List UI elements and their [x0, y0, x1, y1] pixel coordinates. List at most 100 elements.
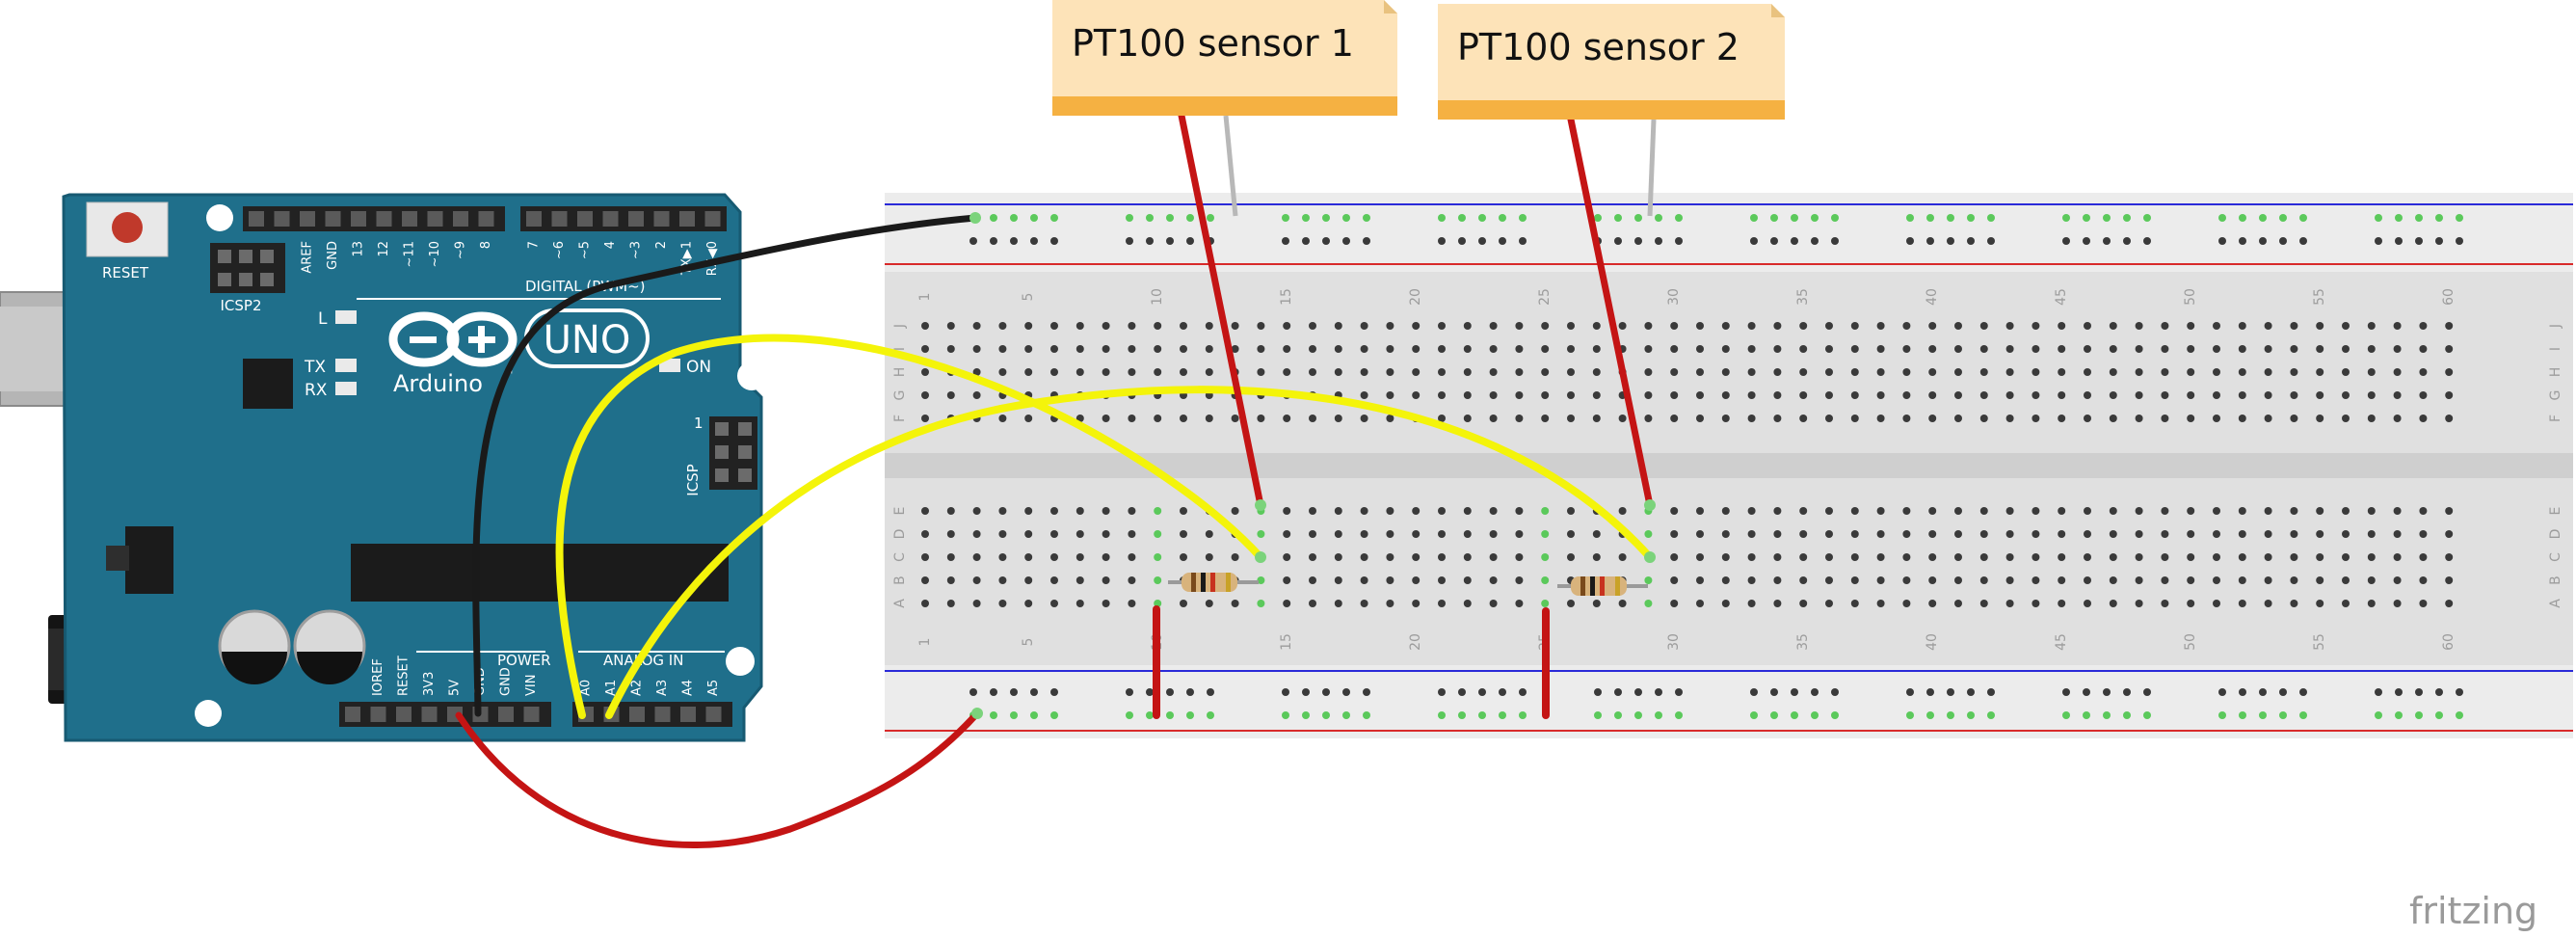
breadboard-hole — [1257, 415, 1265, 422]
rail-hole — [1146, 688, 1154, 696]
breadboard-hole — [1205, 368, 1213, 376]
header-pin — [653, 211, 670, 227]
breadboard-hole — [1076, 368, 1084, 376]
breadboard-hole — [1463, 576, 1472, 584]
breadboard-hole — [1567, 368, 1575, 376]
column-number: 35 — [1795, 633, 1811, 651]
breadboard-hole — [1825, 576, 1833, 584]
breadboard-hole — [1592, 600, 1601, 607]
capacitor-1 — [218, 609, 291, 684]
breadboard-hole — [1489, 600, 1498, 607]
breadboard-hole — [2032, 553, 2040, 561]
breadboard-hole — [2187, 553, 2195, 561]
breadboard-hole — [1799, 600, 1808, 607]
breadboard-hole — [1670, 391, 1679, 399]
breadboard-hole — [1618, 553, 1627, 561]
breadboard-hole — [1541, 507, 1550, 515]
breadboard-hole — [1670, 507, 1679, 515]
breadboard-hole — [1721, 391, 1730, 399]
rail-hole — [1458, 237, 1466, 245]
breadboard-hole — [1180, 345, 1187, 353]
breadboard-hole — [2393, 553, 2402, 561]
breadboard-hole — [1721, 553, 1730, 561]
breadboard-hole — [1979, 415, 1988, 422]
breadboard-hole — [1567, 322, 1575, 330]
breadboard-hole — [1747, 507, 1756, 515]
breadboard-hole — [921, 600, 929, 607]
breadboard-hole — [2316, 600, 2324, 607]
breadboard-hole — [2005, 415, 2014, 422]
rail-hole — [1926, 214, 1934, 222]
rail-hole — [2143, 214, 2151, 222]
breadboard-hole — [1515, 553, 1524, 561]
breadboard-hole — [1592, 368, 1601, 376]
rail-hole — [1811, 688, 1819, 696]
breadboard-hole — [1438, 600, 1446, 607]
breadboard-hole — [2445, 322, 2454, 330]
breadboard-hole — [1515, 415, 1524, 422]
breadboard-hole — [2109, 553, 2117, 561]
rail-hole — [1050, 711, 1058, 719]
breadboard-hole — [2290, 600, 2298, 607]
breadboard-hole — [1644, 415, 1653, 422]
breadboard-hole — [1876, 415, 1885, 422]
header-pin — [345, 707, 360, 722]
analog-pin-label: A4 — [681, 680, 696, 696]
breadboard-hole — [1928, 391, 1937, 399]
breadboard-hole — [1076, 345, 1084, 353]
breadboard-hole — [2367, 391, 2376, 399]
breadboard-hole — [1334, 415, 1342, 422]
breadboard-hole — [1825, 368, 1833, 376]
breadboard-hole — [1928, 600, 1937, 607]
breadboard-hole — [2290, 391, 2298, 399]
reset-button-cap[interactable] — [112, 212, 143, 243]
rail-hole — [1186, 214, 1194, 222]
breadboard-hole — [2135, 530, 2143, 538]
led-tx-label: TX — [304, 358, 326, 377]
rail-hole — [1166, 711, 1174, 719]
breadboard-hole — [1773, 507, 1782, 515]
row-letter: J — [892, 324, 908, 329]
breadboard-hole — [1309, 600, 1316, 607]
breadboard-hole — [1154, 530, 1162, 538]
rail-hole — [1050, 237, 1058, 245]
breadboard-hole — [2445, 530, 2454, 538]
breadboard-hole — [1747, 391, 1756, 399]
rail-hole — [2435, 711, 2443, 719]
rail-hole — [1906, 214, 1914, 222]
breadboard-hole — [1979, 600, 1988, 607]
breadboard-hole — [1618, 507, 1627, 515]
breadboard-hole — [946, 530, 955, 538]
breadboard-column-numbers: 1155101015152020252530303535404045455050… — [917, 288, 2456, 651]
breadboard-hole — [1463, 368, 1472, 376]
rail-hole — [1126, 711, 1133, 719]
rail-hole — [2239, 711, 2246, 719]
rail-hole — [1987, 214, 1995, 222]
rail-hole — [1947, 214, 1954, 222]
icsp-label: ICSP — [684, 464, 702, 495]
rail-hole — [2218, 688, 2226, 696]
rail-hole — [1811, 711, 1819, 719]
breadboard-hole — [1489, 322, 1498, 330]
breadboard-hole — [1979, 322, 1988, 330]
breadboard-hole — [1721, 345, 1730, 353]
breadboard-hole — [1412, 507, 1421, 515]
breadboard-hole — [1670, 368, 1679, 376]
rail-hole — [1906, 688, 1914, 696]
breadboard-hole — [1050, 553, 1058, 561]
rail-hole — [1499, 237, 1506, 245]
regulator-tab — [106, 546, 129, 571]
header-pin — [274, 211, 290, 227]
rail-hole — [1166, 688, 1174, 696]
breadboard-hole — [1128, 345, 1136, 353]
rail-hole — [2279, 711, 2287, 719]
header-pin — [427, 211, 443, 227]
breadboard-hole — [2135, 322, 2143, 330]
breadboard-hole — [1902, 553, 1911, 561]
breadboard-hole — [1386, 600, 1394, 607]
breadboard-hole — [2084, 576, 2091, 584]
breadboard-hole — [1102, 600, 1110, 607]
breadboard-hole — [1696, 507, 1704, 515]
breadboard-hole — [2367, 322, 2376, 330]
